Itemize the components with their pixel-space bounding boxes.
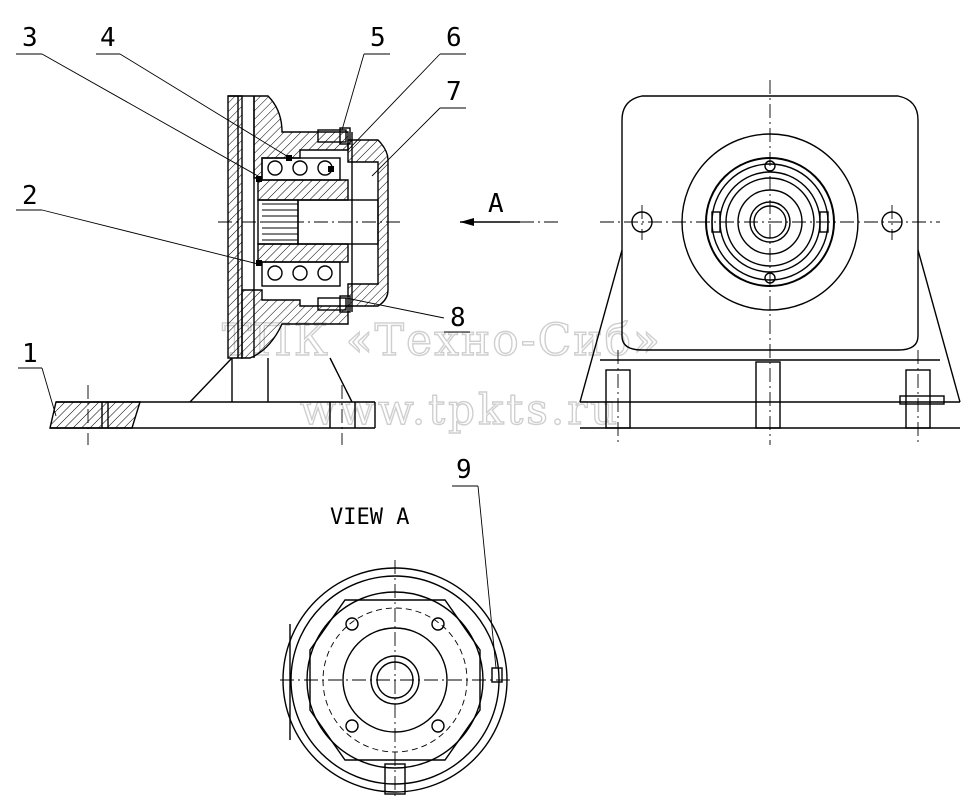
base-plate [49,357,376,445]
callout-8: 8 [450,303,466,333]
callout-6: 6 [446,23,462,53]
bolts [317,127,351,313]
callout-5: 5 [370,23,386,53]
bearing-top [261,155,341,181]
callout-3: 3 [22,23,38,53]
view-arrow-label: A [488,189,504,219]
section-view [49,95,400,445]
shaft [257,179,379,263]
view-a: VIEW A [280,505,510,800]
watermark-url: www.tpkts.ru [300,385,620,434]
callout-4: 4 [100,23,116,53]
callout-1: 1 [22,339,38,369]
housing [227,95,349,359]
front-view [579,80,961,445]
callout-2: 2 [22,181,38,211]
callout-7: 7 [446,77,462,107]
callouts: 1 2 3 4 5 6 7 8 9 [16,23,497,669]
watermark: ТПК «Техно-Сиб» www.tpkts.ru [221,314,660,434]
view-arrow: A [460,189,560,226]
callout-9: 9 [456,455,472,485]
view-a-title: VIEW A [330,505,409,530]
